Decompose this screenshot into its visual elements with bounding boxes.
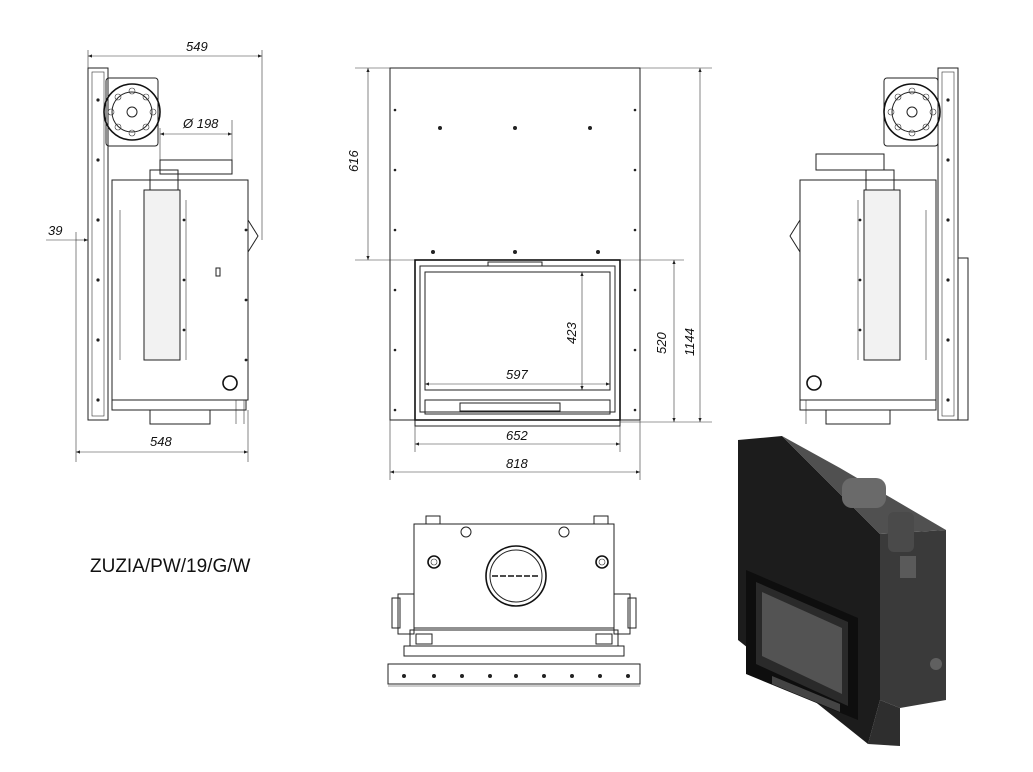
side-view-right xyxy=(789,67,969,425)
dim-door-height: 520 xyxy=(654,332,669,354)
side-view-left: 549 Ø 198 xyxy=(46,39,263,462)
dim-glass-height: 423 xyxy=(564,322,579,344)
dim-glass-width: 597 xyxy=(506,367,528,382)
dim-side-top-width: 549 xyxy=(186,39,208,54)
dim-side-bottom-width: 548 xyxy=(150,434,172,449)
dim-flue-diameter: Ø 198 xyxy=(182,116,219,131)
isometric-view xyxy=(738,436,946,746)
dim-total-height: 1144 xyxy=(682,328,697,356)
top-view xyxy=(387,515,641,687)
dim-door-width: 652 xyxy=(506,428,528,443)
dim-front-upper-height: 616 xyxy=(346,150,361,172)
dim-side-offset: 39 xyxy=(48,223,62,238)
front-view: 616 423 597 520 1144 652 818 xyxy=(346,67,712,480)
dim-total-width: 818 xyxy=(506,456,528,471)
model-label: ZUZIA/PW/19/G/W xyxy=(90,556,251,577)
